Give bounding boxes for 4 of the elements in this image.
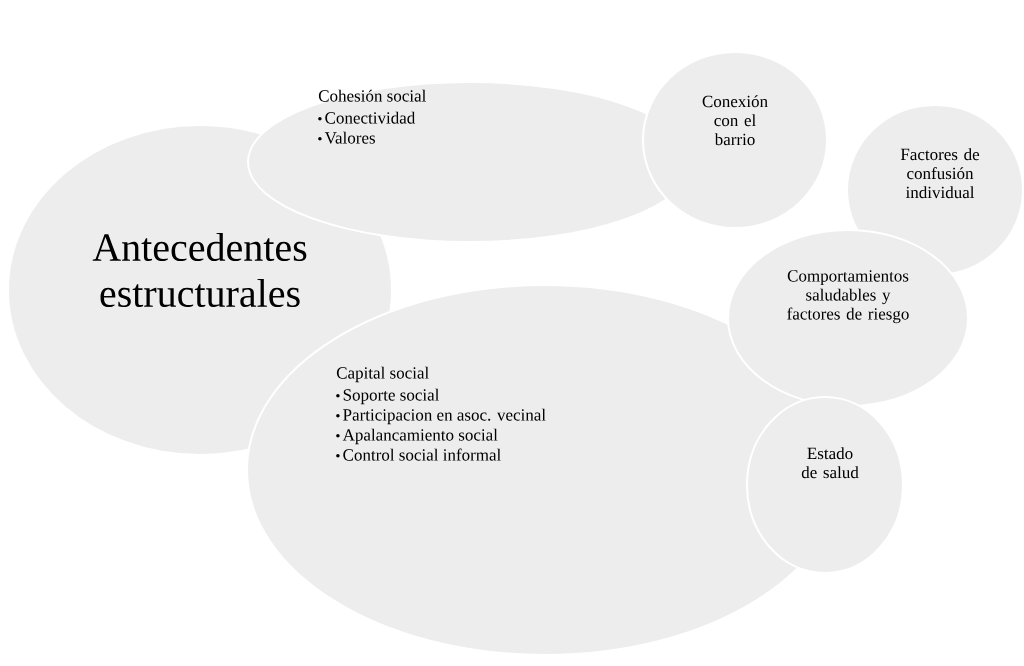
node-label: Factores de confusión individual [900,148,980,199]
circle-bubble: Conexión con el barrio [642,51,828,229]
circle-bubble: Estado de salud [746,396,904,574]
circle-bubble: Comportamientos saludables y factores de riesgo [727,229,969,407]
